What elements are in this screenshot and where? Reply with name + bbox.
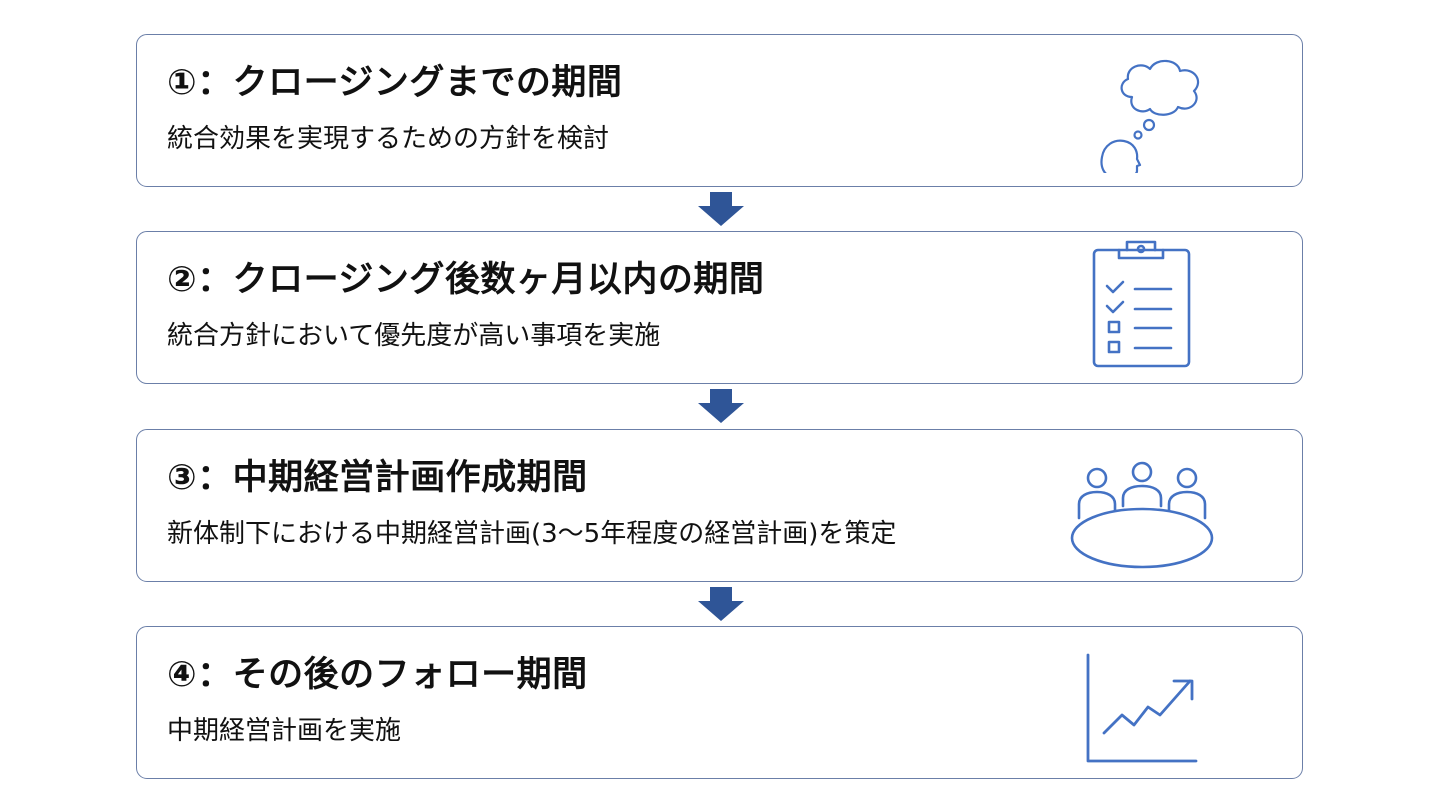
- step-description: 統合方針において優先度が高い事項を実施: [167, 321, 661, 351]
- step-title: ③：中期経営計画作成期間: [167, 458, 588, 498]
- down-arrow-icon: [698, 389, 744, 423]
- checklist-clipboard-icon: [1092, 240, 1191, 368]
- step-description: 統合効果を実現するための方針を検討: [167, 124, 610, 154]
- step-card-2: ②：クロージング後数ヶ月以内の期間 統合方針において優先度が高い事項を実施: [136, 231, 1303, 384]
- down-arrow-icon: [698, 587, 744, 621]
- step-description: 中期経営計画を実施: [167, 716, 402, 746]
- step-card-1: ①：クロージングまでの期間 統合効果を実現するための方針を検討: [136, 34, 1303, 187]
- step-description: 新体制下における中期経営計画(3～5年程度の経営計画)を策定: [167, 519, 897, 549]
- down-arrow-icon: [698, 192, 744, 226]
- step-card-3: ③：中期経営計画作成期間 新体制下における中期経営計画(3～5年程度の経営計画)…: [136, 429, 1303, 582]
- step-title: ①：クロージングまでの期間: [167, 63, 623, 103]
- step-title: ②：クロージング後数ヶ月以内の期間: [167, 260, 765, 300]
- meeting-table-icon: [1070, 461, 1214, 569]
- step-title: ④：その後のフォロー期間: [167, 655, 588, 695]
- thinking-head-icon: [1100, 59, 1200, 173]
- growth-chart-icon: [1086, 653, 1198, 763]
- step-card-4: ④：その後のフォロー期間 中期経営計画を実施: [136, 626, 1303, 779]
